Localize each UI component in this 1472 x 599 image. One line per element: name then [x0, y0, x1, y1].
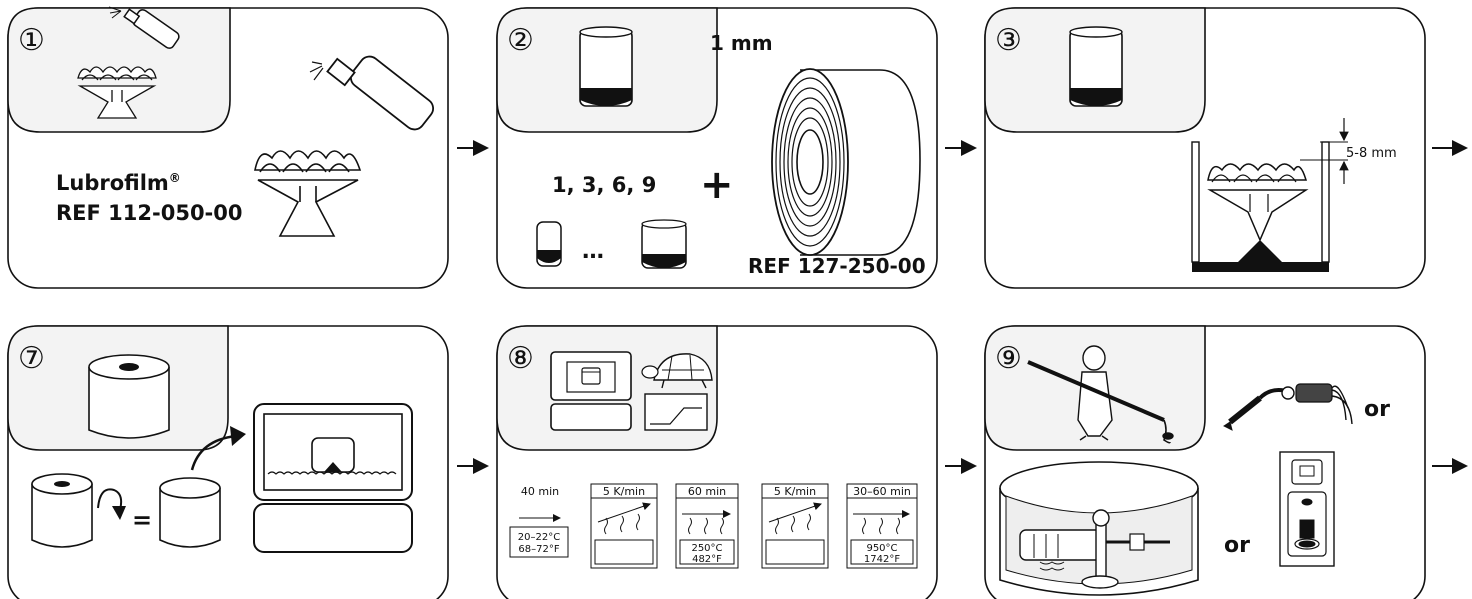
model-stand-icon — [254, 150, 362, 237]
or-label-1: or — [1364, 397, 1390, 422]
step-9-panel: ⑨ or — [984, 325, 1426, 599]
registered-mark: ® — [169, 171, 181, 185]
equals-sign: = — [132, 506, 152, 534]
hold-1-temp-c: 250°C — [691, 543, 722, 554]
large-ring-icon — [641, 219, 687, 269]
rotate-arrow-icon — [97, 488, 126, 520]
stage-hold-2: 30–60 min 950°C 1742°F — [846, 483, 918, 569]
hand-casting-figure-icon — [1027, 345, 1174, 444]
step-2-panel: ② 1 mm 1, 3, 6, 9 + … — [496, 7, 938, 289]
heating-curve-icon — [644, 393, 708, 431]
ramp-1-rate: 5 K/min — [603, 485, 645, 498]
tape-roll-icon — [771, 68, 921, 256]
place-in-furnace-arrow-icon — [190, 426, 246, 471]
spray-bottle-small-icon — [108, 6, 180, 49]
start-temp-c: 20–22°C — [518, 532, 560, 543]
hold-1-temp-f: 482°F — [692, 554, 722, 565]
step-1-ref: REF 112-050-00 — [56, 201, 243, 225]
investment-block-icon — [88, 354, 170, 439]
step-1-number: ① — [18, 23, 45, 58]
step-7-number: ⑦ — [18, 341, 45, 376]
model-stand-small-icon — [77, 66, 157, 119]
block-after-rotate-icon — [159, 477, 221, 548]
step-8-panel: ⑧ 40 min 20–22°C 68–72°F — [496, 325, 938, 599]
furnace-icon — [253, 403, 413, 553]
model-in-cuvette-icon — [1191, 118, 1349, 272]
step-2-ref: REF 127-250-00 — [748, 254, 926, 278]
ring-sizes: 1, 3, 6, 9 — [552, 173, 656, 197]
hold-1-time: 60 min — [688, 485, 726, 498]
vacuum-casting-device-icon — [1279, 451, 1335, 567]
plus-sign: + — [700, 162, 734, 208]
start-time: 40 min — [521, 485, 559, 498]
spray-bottle-icon — [309, 55, 435, 131]
step-9-number: ⑨ — [995, 341, 1022, 376]
ellipsis: … — [582, 239, 604, 264]
cuvette-ring-icon — [1069, 26, 1123, 107]
hold-2-temp-c: 950°C — [866, 543, 897, 554]
ramp-2-rate: 5 K/min — [774, 485, 816, 498]
or-label-2: or — [1224, 533, 1250, 558]
product-name: Lubrofilm — [56, 171, 169, 195]
step-8-number: ⑧ — [507, 341, 534, 376]
step-3-number: ③ — [995, 23, 1022, 58]
stage-hold-1: 60 min 250°C 482°F — [675, 483, 739, 569]
casting-torch-icon — [1223, 383, 1353, 431]
furnace-small-icon — [550, 351, 632, 431]
step-2-number: ② — [507, 23, 534, 58]
cuvette-ring-icon — [579, 26, 633, 107]
hold-2-temp-f: 1742°F — [864, 554, 900, 565]
gap-range: 5-8 mm — [1346, 146, 1397, 161]
small-ring-icon — [536, 221, 562, 267]
tape-thickness: 1 mm — [710, 31, 773, 55]
stage-ramp-1: 5 K/min — [590, 483, 658, 569]
step-1-panel: ① Lubrofilm® REF 112-0 — [7, 6, 449, 289]
stage-start: 40 min 20–22°C 68–72°F — [509, 485, 569, 558]
step-7-panel: ⑦ = — [7, 325, 449, 599]
hold-2-time: 30–60 min — [853, 485, 911, 498]
start-temp-f: 68–72°F — [518, 544, 559, 555]
centrifuge-icon — [999, 461, 1199, 596]
svg-text:Lubrofilm®: Lubrofilm® — [56, 171, 181, 195]
tortoise-slow-icon — [641, 353, 713, 389]
step-3-panel: ③ 5-8 mm — [984, 7, 1426, 289]
block-before-rotate-icon — [31, 473, 93, 548]
stage-ramp-2: 5 K/min — [761, 483, 829, 569]
